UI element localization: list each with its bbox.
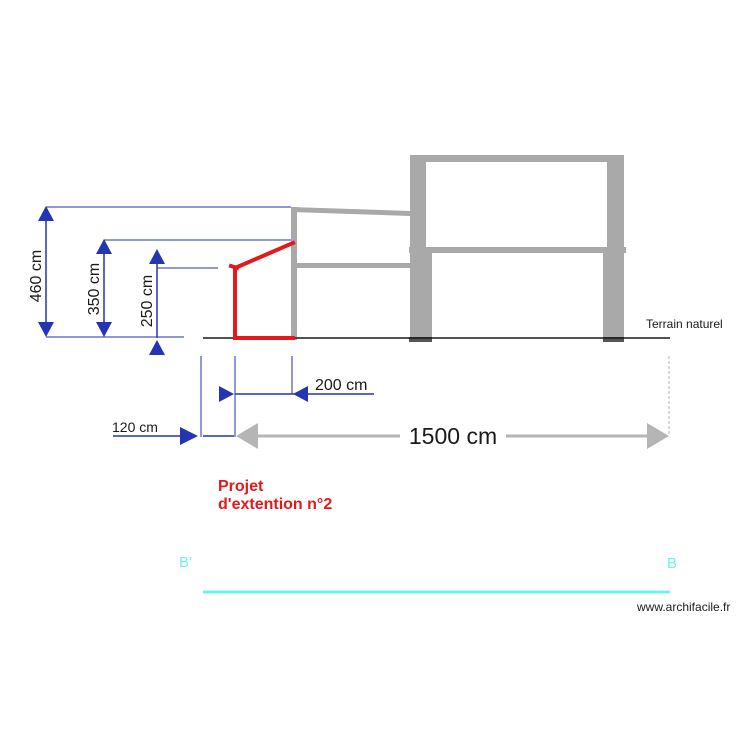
main-right-lower-column	[603, 250, 624, 339]
dimension-200: 200 cm	[200, 356, 374, 437]
footing-right	[603, 337, 624, 342]
dimension-arrow	[219, 386, 234, 402]
dimension-1500: 1500 cm	[236, 356, 670, 449]
dimension-arrow	[149, 340, 165, 355]
annex-floor-beam	[291, 263, 411, 268]
dimension-250: 250 cm	[139, 249, 218, 355]
dimension-arrow	[38, 322, 54, 337]
dimension-arrow	[647, 423, 669, 449]
watermark[interactable]: www.archifacile.fr	[636, 600, 730, 614]
dimension-460-label: 460 cm	[28, 250, 45, 302]
dimension-arrow	[96, 239, 112, 254]
section-marker-right: B	[667, 555, 677, 572]
main-left-lower-column	[410, 250, 432, 339]
footing-left	[409, 337, 432, 342]
dimension-120: 120 cm	[112, 419, 234, 445]
existing-building	[291, 155, 626, 340]
project-label-line2: d'extention n°2	[218, 496, 332, 513]
dimension-arrow	[149, 249, 165, 264]
annex-post	[291, 207, 297, 340]
dimension-350: 350 cm	[86, 239, 291, 337]
dimension-arrow	[180, 427, 198, 445]
main-top-beam	[410, 155, 624, 162]
main-right-upper-column	[607, 155, 624, 250]
dimension-250-label: 250 cm	[139, 275, 156, 327]
dimension-350-label: 350 cm	[86, 263, 103, 315]
dimension-arrow	[38, 206, 54, 221]
dimension-arrow	[293, 386, 308, 402]
dimension-200-label: 200 cm	[315, 377, 367, 394]
dimension-arrow	[236, 423, 258, 449]
section-marker-left: B'	[179, 554, 192, 571]
main-left-upper-column	[410, 155, 426, 250]
ground-label: Terrain naturel	[646, 317, 723, 331]
main-floor-beam	[409, 247, 626, 253]
project-label-line1: Projet	[218, 478, 264, 495]
dimension-arrow	[96, 322, 112, 337]
dimension-460: 460 cm	[28, 206, 291, 338]
dimension-120-label: 120 cm	[112, 419, 158, 435]
extension-outline	[228, 240, 296, 340]
annex-roof-beam	[291, 207, 410, 216]
dimension-1500-label: 1500 cm	[409, 423, 497, 449]
